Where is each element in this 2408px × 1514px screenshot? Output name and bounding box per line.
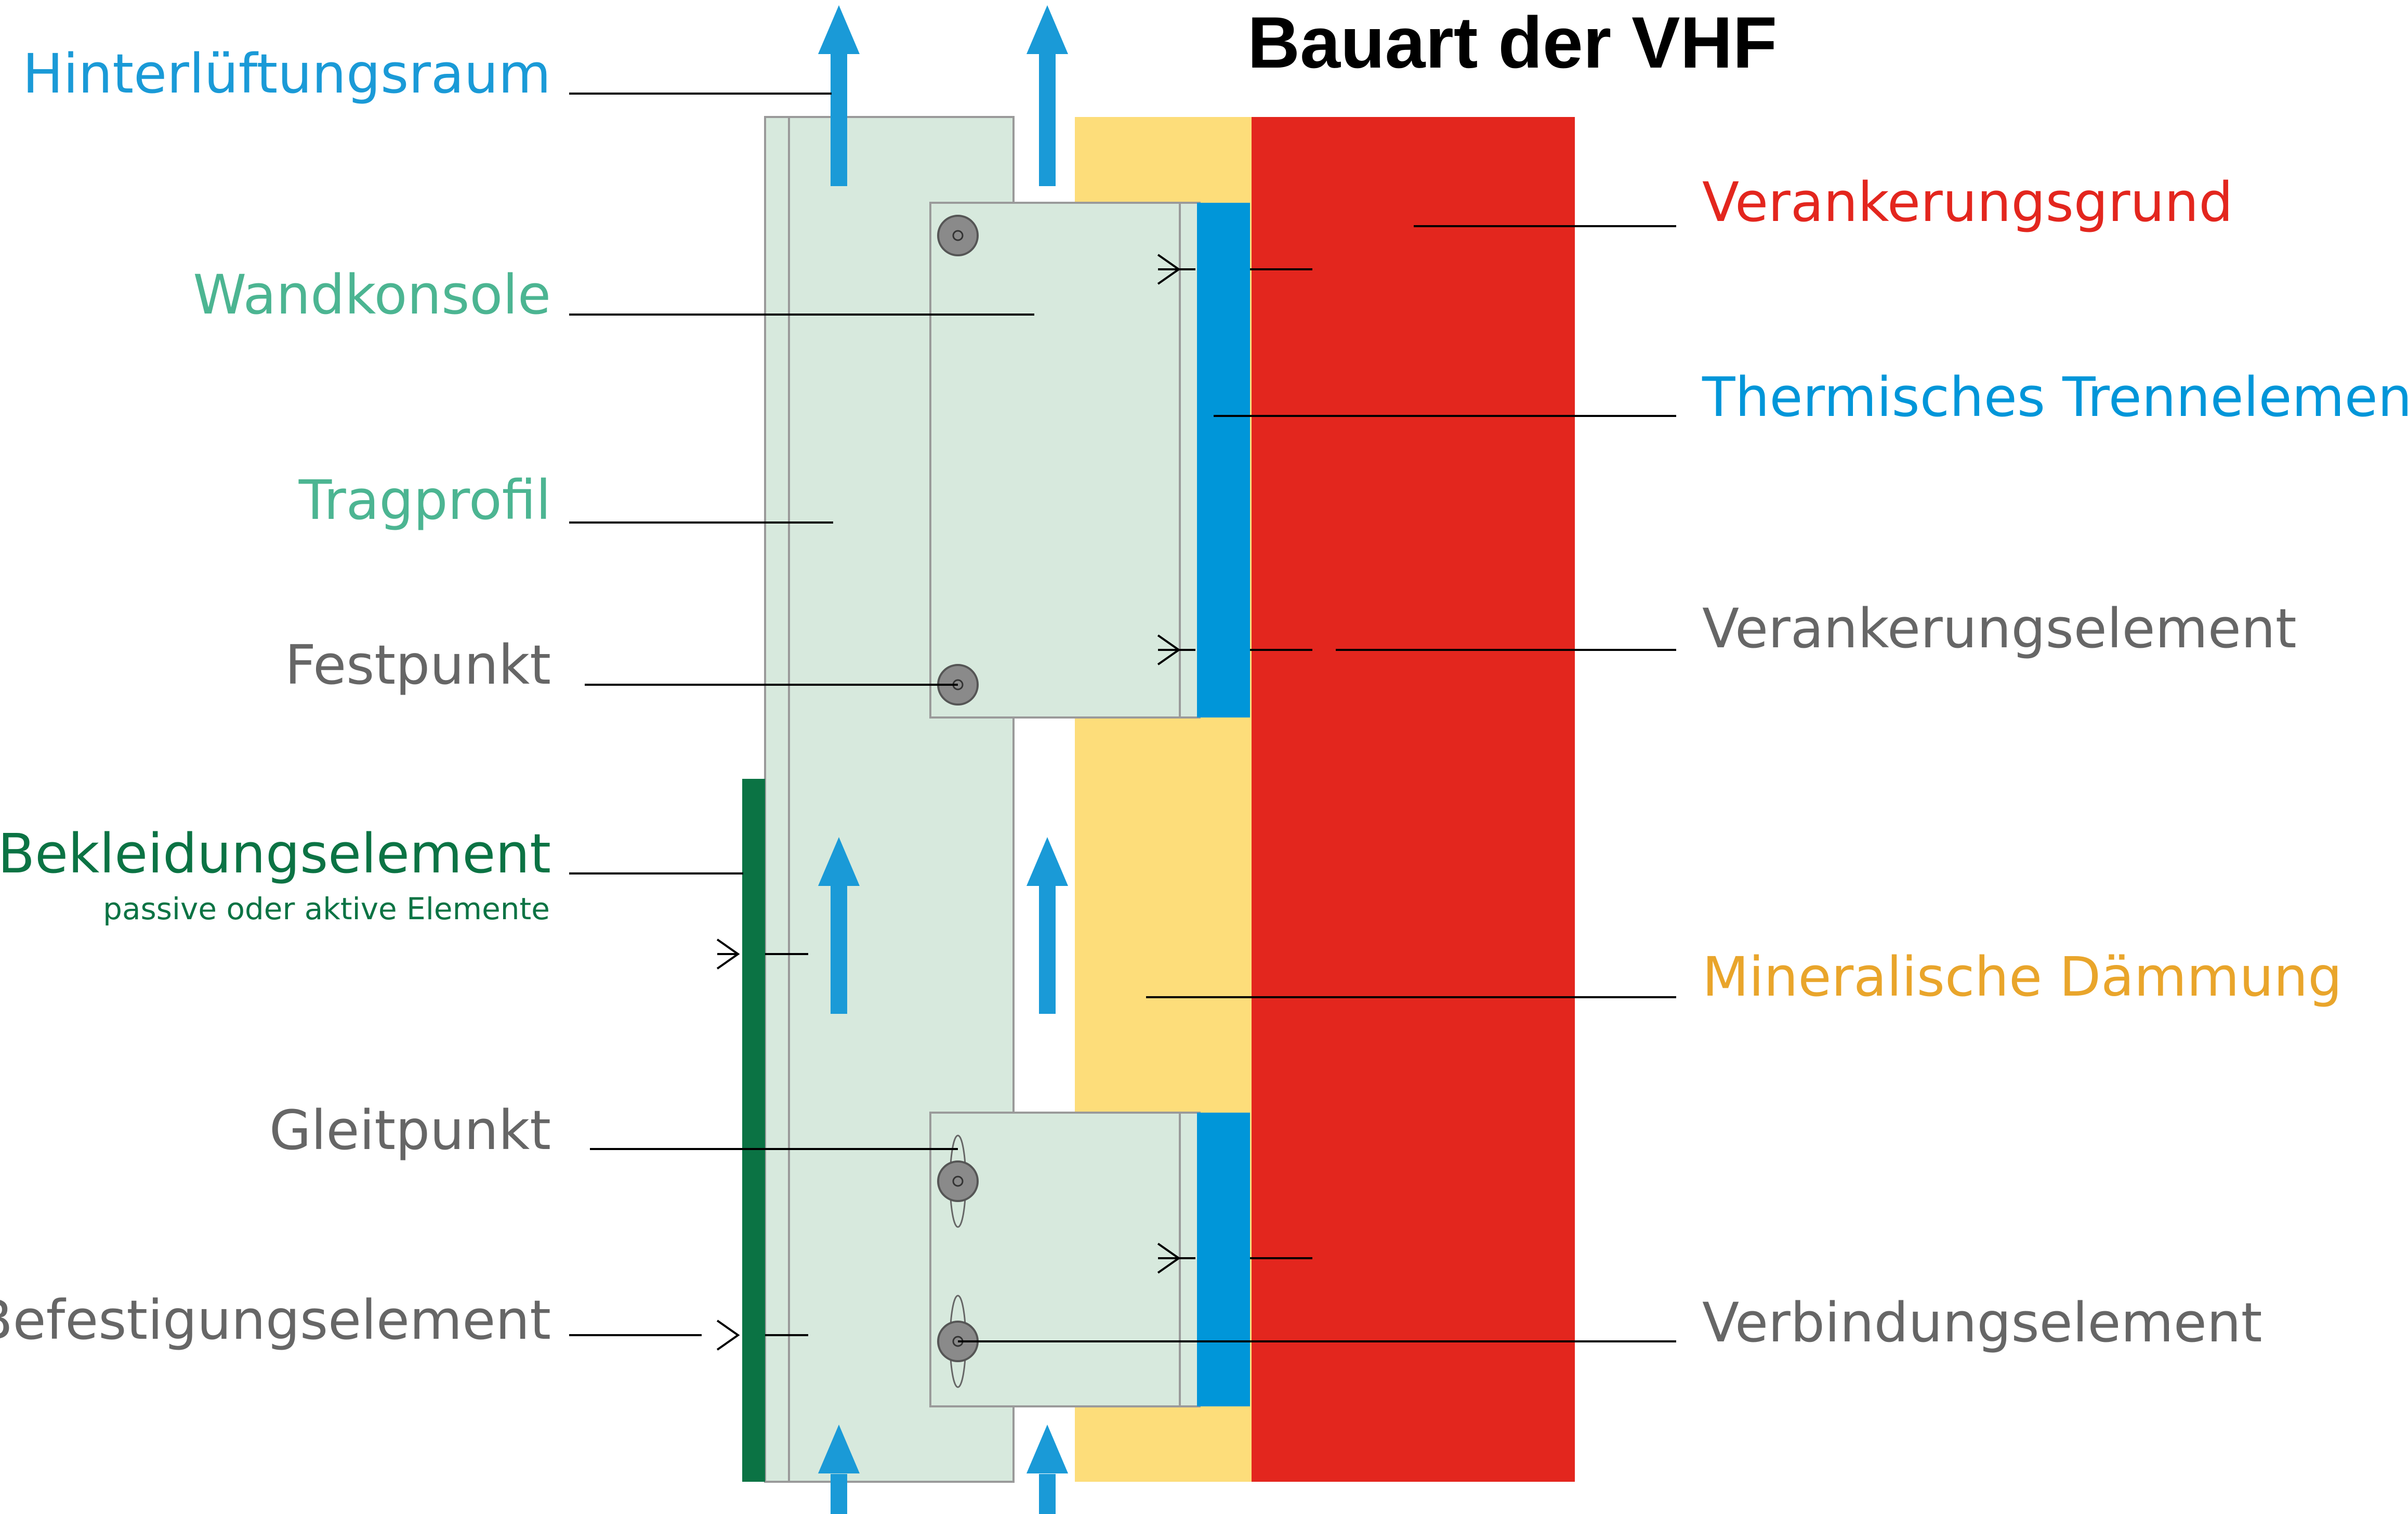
leader-lines-right — [958, 225, 1676, 1342]
thermal-separator-upper — [1197, 203, 1250, 717]
label-wandkonsole: Wandkonsole — [193, 263, 551, 327]
airflow-arrow-icon — [1027, 5, 1068, 186]
diagram-title: Bauart der VHF — [1247, 2, 1777, 83]
label-verankerungselement: Verankerungselement — [1702, 597, 2297, 660]
slide-point-screw-icon — [937, 1134, 979, 1228]
label-gleitpunkt: Gleitpunkt — [269, 1099, 551, 1162]
label-verbindungselement: Verbindungselement — [1702, 1291, 2262, 1354]
leader-lines-left — [569, 93, 1034, 1336]
fastening-element-icon — [716, 1320, 808, 1351]
cladding-element — [742, 779, 765, 1482]
label-befestigungselement: Befestigungselement — [0, 1288, 551, 1352]
label-verankerungsgrund: Verankerungsgrund — [1702, 171, 2233, 234]
thermal-separator-lower — [1197, 1113, 1250, 1406]
label-bekleidungselement-sub: passive oder aktive Elemente — [103, 891, 550, 926]
airflow-arrow-icon — [1027, 837, 1068, 1014]
anchor-element-icon — [1157, 634, 1312, 665]
wall-bracket-lower — [929, 1112, 1201, 1407]
fastening-element-icon — [716, 938, 808, 970]
label-thermisches-trennelement: Thermisches Trennelement — [1702, 366, 2408, 429]
label-tragprofil: Tragprofil — [298, 468, 551, 532]
wall-bracket-upper — [929, 202, 1201, 719]
label-festpunkt: Festpunkt — [285, 633, 551, 697]
anchor-element-icon — [1157, 1243, 1312, 1274]
anchorage-base-wall — [1250, 117, 1575, 1482]
airflow-arrow-icon — [818, 837, 860, 1014]
airflow-arrow-icon — [818, 5, 860, 186]
label-hinterlueftungsraum: Hinterlüftungsraum — [22, 42, 551, 106]
airflow-arrow-icon — [1027, 1425, 1068, 1514]
airflow-arrow-icon — [818, 1425, 860, 1514]
anchor-element-icon — [1157, 254, 1312, 285]
fixed-point-screw-icon — [937, 215, 979, 256]
label-mineralische-daemmung: Mineralische Dämmung — [1702, 945, 2342, 1009]
label-bekleidungselement: Bekleidungselement — [0, 822, 551, 885]
